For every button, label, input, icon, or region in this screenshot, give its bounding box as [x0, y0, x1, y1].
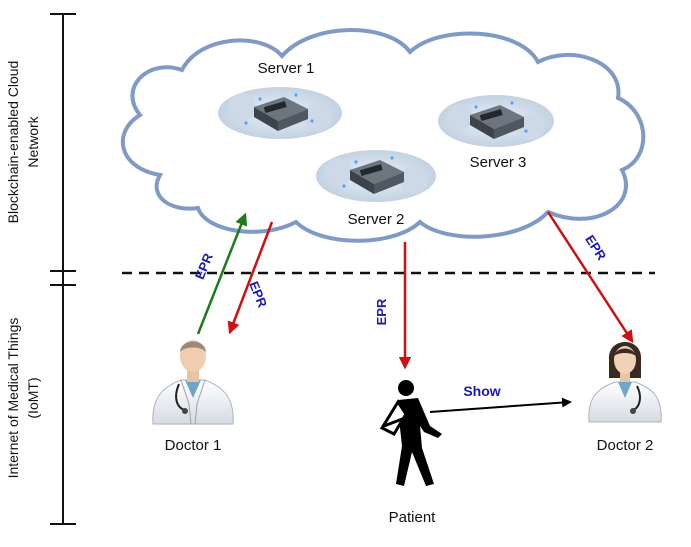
patient — [379, 380, 442, 486]
doctor-2-label: Doctor 2 — [597, 437, 654, 454]
server-3 — [438, 95, 554, 147]
epr-label-upload: EPR — [192, 251, 216, 282]
epr-label-patient: EPR — [374, 298, 389, 325]
server-icon — [316, 150, 436, 202]
doctor-icon — [152, 340, 234, 425]
cloud-section-label-line2: Network — [25, 115, 41, 167]
iomt-section-label-line1: Internet of Medical Things — [5, 318, 21, 479]
green-arrow — [196, 212, 248, 335]
cloud-section-label-line1: Blockchain-enabled Cloud — [5, 61, 21, 224]
flow-patient-show-doctor2: Show — [429, 383, 572, 413]
patient-label: Patient — [389, 509, 437, 526]
doctor-2 — [588, 342, 662, 423]
show-label: Show — [463, 383, 500, 399]
cloud-shape — [121, 28, 646, 243]
server-3-label: Server 3 — [470, 154, 527, 171]
server-icon — [438, 95, 554, 147]
server-1 — [218, 87, 342, 139]
left-scale: Blockchain-enabled Cloud Network Interne… — [5, 13, 76, 525]
patient-icon — [379, 380, 442, 486]
server-1-label: Server 1 — [258, 60, 315, 77]
iomt-section-label-line2: (IoMT) — [25, 377, 41, 418]
server-2-label: Server 2 — [348, 211, 405, 228]
flow-cloud-to-doctor2: EPR — [546, 211, 634, 344]
epr-label-doctor2: EPR — [582, 232, 609, 263]
flow-cloud-to-patient: EPR — [374, 242, 412, 370]
black-arrow — [429, 397, 572, 413]
red-arrow — [227, 221, 274, 335]
female-doctor-icon — [588, 342, 662, 423]
server-icon — [218, 87, 342, 139]
epr-label-doctor1: EPR — [246, 279, 270, 310]
cloud-network — [121, 28, 646, 243]
red-arrow — [546, 211, 634, 344]
doctor-1-label: Doctor 1 — [165, 437, 222, 454]
server-2 — [316, 150, 436, 202]
doctor-1 — [152, 340, 234, 425]
